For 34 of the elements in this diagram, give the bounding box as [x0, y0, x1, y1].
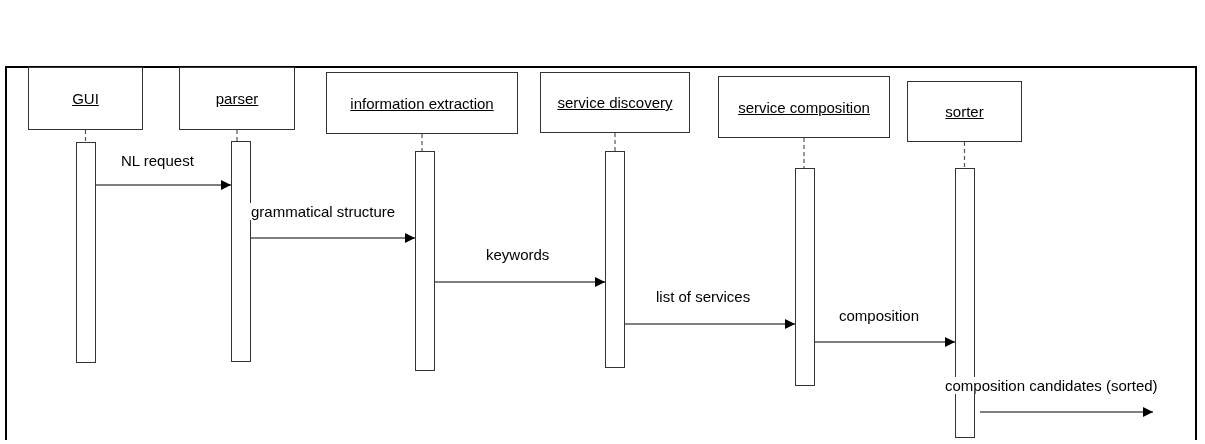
message-label: composition candidates (sorted) [944, 377, 1159, 394]
lifeline-name: sorter [945, 103, 984, 120]
lifeline-box [179, 67, 295, 130]
message-arrow [624, 319, 796, 329]
lifeline [614, 132, 616, 152]
lifeline [421, 133, 423, 152]
activation-bar [76, 142, 96, 363]
message-arrow [250, 233, 416, 243]
activation-bar [795, 168, 815, 386]
lifeline-name: parser [215, 90, 259, 107]
message-label: keywords [485, 246, 551, 263]
message-label: grammatical structure [250, 203, 397, 220]
lifeline-name: service discovery [557, 94, 673, 111]
activation-bar [231, 141, 251, 362]
activation-bar [415, 151, 435, 371]
message-arrow [979, 407, 1154, 417]
message-arrow [434, 277, 606, 287]
lifeline-box [326, 72, 518, 134]
message-label: composition [838, 307, 921, 324]
lifeline-box [28, 67, 143, 130]
message-arrow [814, 337, 956, 347]
lifeline [963, 141, 966, 169]
message-arrow [95, 180, 232, 190]
message-label: list of services [655, 288, 752, 305]
lifeline-box [718, 76, 890, 138]
lifeline-name: service composition [738, 98, 870, 116]
activation-bar [605, 151, 625, 368]
lifeline-box [907, 81, 1022, 142]
lifeline-name: GUI [72, 90, 99, 107]
lifeline-name: information extraction [350, 94, 494, 112]
lifeline [84, 129, 87, 143]
lifeline-box [540, 72, 690, 133]
lifeline [803, 137, 805, 169]
lifeline [236, 129, 238, 142]
